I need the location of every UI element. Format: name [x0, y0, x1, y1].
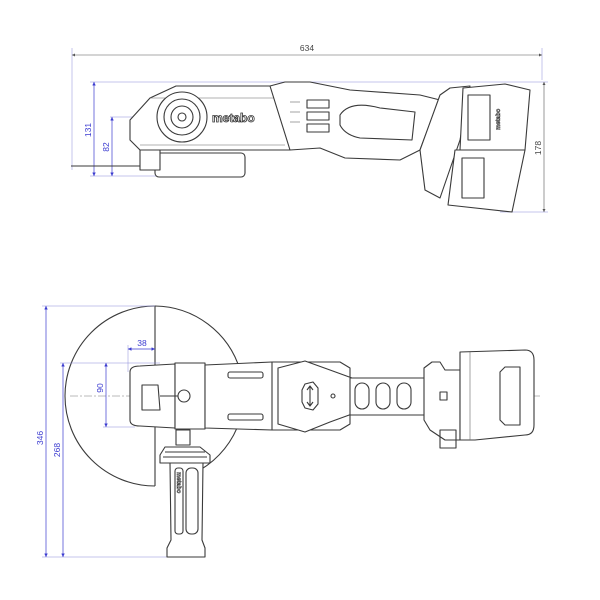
- dimension-label-82: 82: [101, 142, 111, 152]
- disc-guard: [154, 152, 246, 178]
- dimension-label-346: 346: [35, 431, 45, 445]
- top-view: 346 268 90 38: [35, 305, 540, 558]
- handle-opening: [339, 104, 416, 141]
- gear-head-housing: [129, 85, 291, 151]
- dimension-label-131: 131: [83, 123, 93, 137]
- dimension-label-38: 38: [137, 338, 147, 348]
- dimension-label-634: 634: [300, 43, 314, 53]
- battery-pack-side: metabo: [419, 83, 531, 213]
- dimension-overall-length: 634: [71, 43, 543, 170]
- arrow-updown-icon: [306, 385, 314, 407]
- dimension-handle-reach: 268: [52, 362, 160, 557]
- dimension-guard-offset: 38: [127, 338, 155, 372]
- dimension-total-width: 346: [35, 305, 170, 558]
- brand-logo-side-handle: metabo: [175, 472, 181, 494]
- dimension-head-width: 90: [95, 363, 135, 428]
- side-view: 634 131 82 178: [71, 43, 548, 213]
- spindle-flange: [139, 147, 161, 171]
- spindle-lock-knob: [156, 91, 208, 143]
- dimension-label-268: 268: [52, 443, 62, 457]
- dimension-head-height: 131: [83, 81, 290, 177]
- dimension-label-178: 178: [533, 141, 543, 155]
- brand-logo-battery: metabo: [496, 108, 502, 130]
- dimension-label-90: 90: [95, 383, 105, 393]
- battery-pack-top: [423, 349, 535, 449]
- guard-outline: [64, 305, 156, 487]
- slide-switch: [301, 381, 319, 411]
- side-handle: metabo: [159, 429, 211, 558]
- brand-logo-side: metabo: [212, 111, 255, 125]
- vent-slots: [306, 99, 330, 133]
- spindle-lock-button: [177, 389, 191, 403]
